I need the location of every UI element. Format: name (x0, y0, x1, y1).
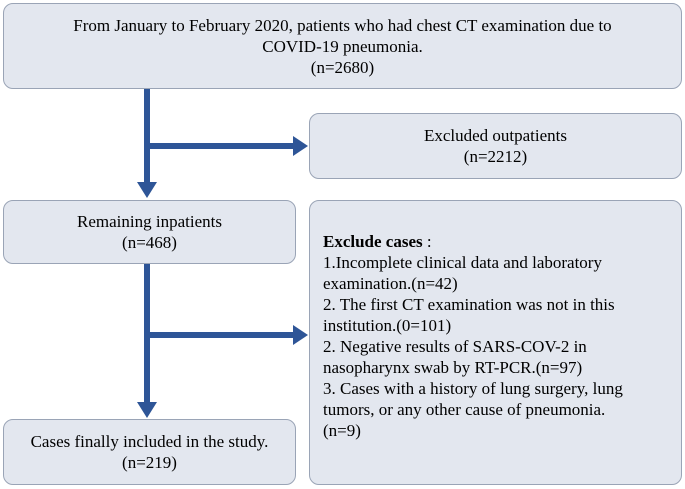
exclude-reason-2-line-2: institution.(0=101) (323, 316, 452, 335)
initial-patients-line-1: From January to February 2020, patients … (73, 15, 612, 35)
arrowhead-to-outpatients (293, 136, 308, 156)
remaining-inpatients-count: (n=468) (122, 233, 177, 252)
excluded-outpatients-count: (n=2212) (463, 147, 528, 166)
initial-patients-box: From January to February 2020, patients … (3, 3, 682, 89)
remaining-inpatients-box: Remaining inpatients (n=468) (3, 200, 296, 264)
initial-patients-count: (n=2680) (310, 57, 375, 77)
exclude-reason-4-line-3: (n=9) (323, 421, 361, 440)
exclude-reason-4-line-1: 3. Cases with a history of lung surgery,… (323, 379, 623, 398)
remaining-inpatients-label: Remaining inpatients (77, 212, 222, 231)
exclude-reason-3-line-1: 2. Negative results of SARS-COV-2 in (323, 337, 587, 356)
exclude-reason-4-line-2: tumors, or any other cause of pneumonia. (323, 400, 606, 419)
exclude-cases-box: Exclude cases : 1.Incomplete clinical da… (309, 200, 682, 485)
branch-to-outpatients (150, 143, 294, 149)
final-cases-count: (n=219) (122, 453, 177, 472)
exclude-reason-1-line-1: 1.Incomplete clinical data and laborator… (323, 253, 602, 272)
exclude-reason-3-line-2: nasopharynx swab by RT-PCR.(n=97) (323, 358, 583, 377)
arrowhead-to-final (137, 402, 157, 418)
trunk-upper (144, 89, 150, 183)
branch-to-exclude (150, 332, 294, 338)
exclude-cases-heading-line: Exclude cases : (323, 231, 673, 252)
initial-patients-line-2: COVID-19 pneumonia. (262, 36, 423, 56)
final-cases-label: Cases finally included in the study. (30, 432, 269, 451)
exclude-reason-1-line-2: examination.(n=42) (323, 274, 458, 293)
arrowhead-to-inpatients (137, 182, 157, 198)
exclude-cases-heading-suffix: : (422, 232, 432, 251)
final-cases-box: Cases finally included in the study. (n=… (3, 419, 296, 485)
exclude-reason-2-line-1: 2. The first CT examination was not in t… (323, 295, 615, 314)
trunk-lower (144, 264, 150, 403)
exclude-cases-heading: Exclude cases (323, 232, 423, 251)
excluded-outpatients-box: Excluded outpatients (n=2212) (309, 113, 682, 179)
arrowhead-to-exclude (293, 325, 308, 345)
excluded-outpatients-label: Excluded outpatients (423, 126, 568, 145)
